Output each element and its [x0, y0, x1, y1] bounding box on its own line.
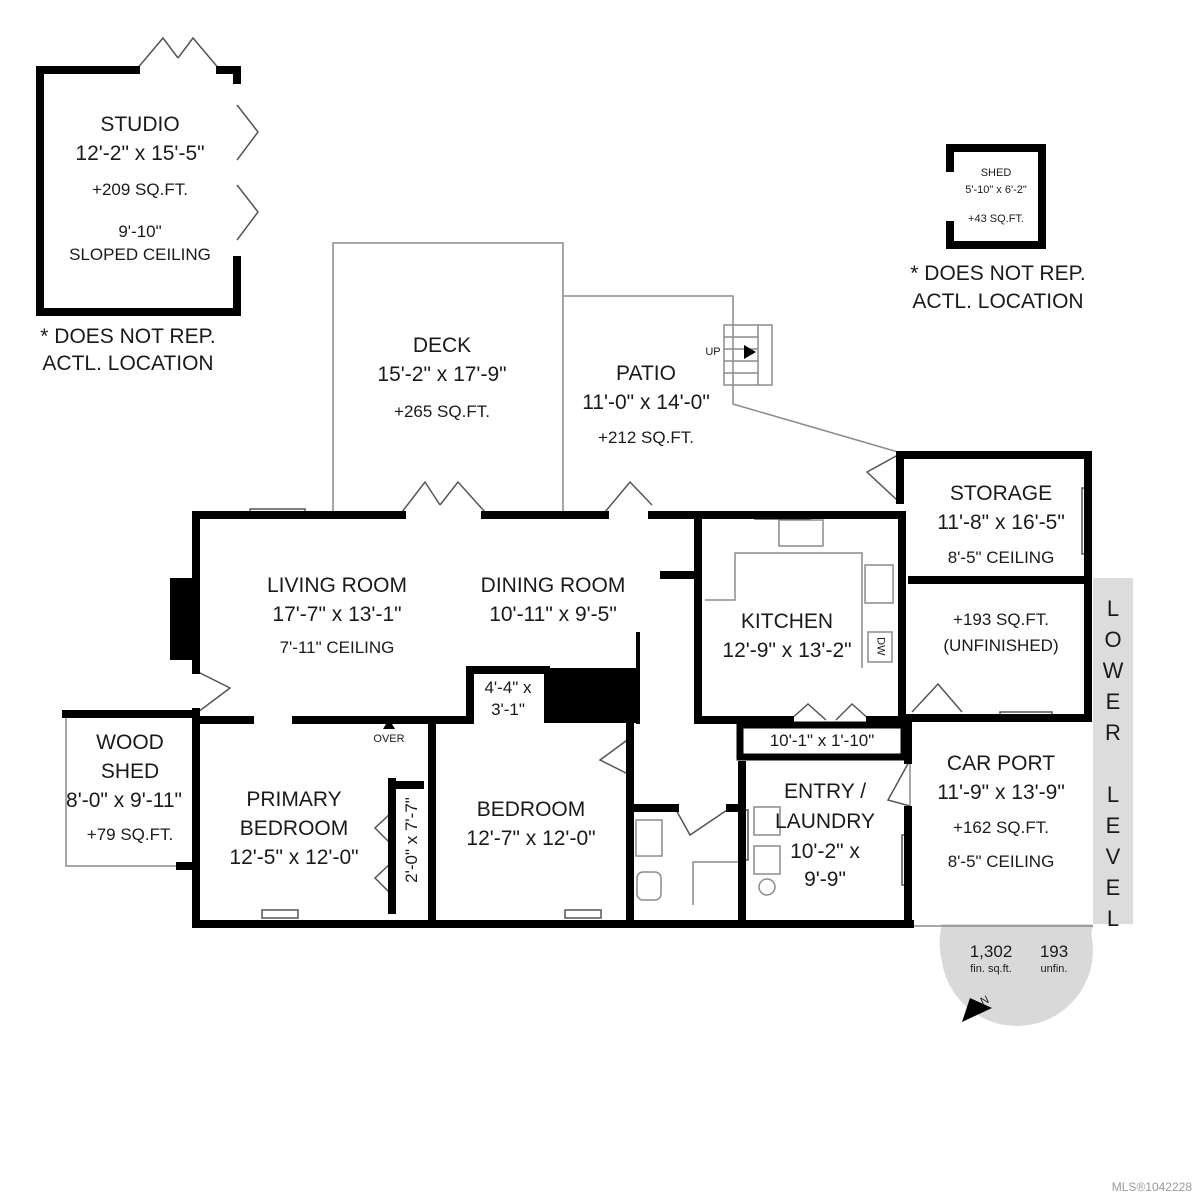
over-arrow-icon [383, 719, 395, 729]
bedroom-dims: 12'-7" x 12'-0" [466, 827, 596, 850]
lower-level-letter: W [1102, 658, 1124, 683]
area-badge [939, 924, 1093, 1026]
primary-bedroom-name-line2: BEDROOM [239, 817, 349, 840]
studio-area: +209 SQ.FT. [92, 180, 188, 199]
over-label: OVER [373, 733, 405, 745]
patio-name: PATIO [616, 362, 676, 385]
vertical-closet-dims: 2'-0" x 7'-7" [402, 797, 422, 883]
primary-bedroom-name-line1: PRIMARY [246, 788, 342, 811]
primary-bedroom-dims: 12'-5" x 12'-0" [229, 846, 359, 869]
lower-level-spacer [1099, 748, 1127, 779]
lower-level-letter: V [1105, 844, 1121, 869]
lower-level-bar [1093, 578, 1133, 924]
car-port-ceiling: 8'-5" CEILING [947, 852, 1055, 871]
lower-level-letter: E [1105, 813, 1121, 838]
storage-area: +193 SQ.FT. [953, 610, 1049, 629]
kitchen-name: KITCHEN [740, 610, 834, 633]
lower-level-letter: R [1105, 720, 1121, 745]
studio-ceiling-type: SLOPED CEILING [69, 245, 211, 264]
entry-laundry-name-line2: LAUNDRY [775, 810, 875, 833]
unfinished-area-value: 193 [1039, 942, 1069, 961]
walls [36, 66, 1092, 928]
studio-dims: 12'-2" x 15'-5" [75, 142, 205, 165]
lower-level-letter: O [1104, 627, 1122, 652]
wood-shed-name-line1: WOOD [96, 731, 164, 754]
car-port-dims: 11'-9" x 13'-9" [937, 781, 1065, 804]
wood-shed-name-line2: SHED [100, 760, 160, 783]
wood-shed-dims: 8'-0" x 9'-11" [66, 789, 182, 812]
shed-area: +43 SQ.FT. [968, 213, 1024, 225]
dining-room-name: DINING ROOM [480, 574, 626, 597]
entry-laundry-dims-line1: 10'-2" x [790, 840, 860, 863]
living-room-dims: 17'-7" x 13'-1" [272, 603, 402, 626]
storage-name: STORAGE [949, 482, 1053, 505]
shed-location-note-line1: * DOES NOT REP. [910, 262, 1086, 285]
finished-area-value: 1,302 [969, 942, 1013, 961]
entry-laundry-name-line1: ENTRY / [783, 780, 867, 803]
lower-level-letter: L [1106, 906, 1120, 931]
studio-location-note-line1: * DOES NOT REP. [40, 325, 216, 348]
studio-location-note-line2: ACTL. LOCATION [42, 352, 214, 375]
small-closet-dims-line1: 4'-4" x [484, 678, 532, 697]
living-room-ceiling: 7'-11" CEILING [279, 638, 395, 657]
hall-closet-dims: 10'-1" x 1'-10" [769, 731, 875, 750]
patio-dims: 11'-0" x 14'-0" [582, 391, 710, 414]
lower-level-letter: E [1105, 875, 1121, 900]
stairs-arrow-icon [744, 345, 756, 359]
lower-level-label: L O W E R L E V E L [1099, 593, 1127, 934]
deck-area: +265 SQ.FT. [394, 402, 490, 421]
shed-location-note-line2: ACTL. LOCATION [912, 290, 1084, 313]
storage-dims: 11'-8" x 16'-5" [937, 511, 1065, 534]
north-arrow-icon [962, 998, 992, 1022]
storage-note: (UNFINISHED) [943, 636, 1059, 655]
stairs-up-label: UP [705, 346, 721, 358]
small-closet-dims-line2: 3'-1" [491, 700, 525, 719]
patio-area: +212 SQ.FT. [598, 428, 694, 447]
shed-dims: 5'-10" x 6'-2" [965, 184, 1027, 196]
car-port-area: +162 SQ.FT. [953, 818, 1049, 837]
living-room-name: LIVING ROOM [266, 574, 408, 597]
dining-room-dims: 10'-11" x 9'-5" [489, 603, 617, 626]
stair-block [544, 668, 636, 723]
dishwasher-label: DW [874, 637, 887, 656]
bedroom-name: BEDROOM [476, 798, 586, 821]
lower-level-letter: E [1105, 689, 1121, 714]
fireplace [170, 578, 200, 660]
deck-name: DECK [412, 334, 472, 357]
storage-ceiling: 8'-5" CEILING [947, 548, 1055, 567]
entry-laundry-dims-line2: 9'-9" [804, 868, 846, 891]
lower-level-letter: L [1106, 782, 1120, 807]
finished-area-unit: fin. sq.ft. [970, 963, 1012, 975]
lower-level-letter: L [1106, 596, 1120, 621]
car-port-name: CAR PORT [946, 752, 1056, 775]
wood-shed-area: +79 SQ.FT. [86, 825, 174, 844]
studio-name: STUDIO [100, 113, 180, 136]
mls-watermark: MLS®1042228 [1111, 1180, 1192, 1194]
kitchen-dims: 12'-9" x 13'-2" [722, 639, 852, 662]
shed-name: SHED [980, 167, 1012, 179]
studio-ceiling-height: 9'-10" [118, 222, 162, 241]
unfinished-area-unit: unfin. [1040, 963, 1068, 975]
deck-dims: 15'-2" x 17'-9" [377, 363, 507, 386]
